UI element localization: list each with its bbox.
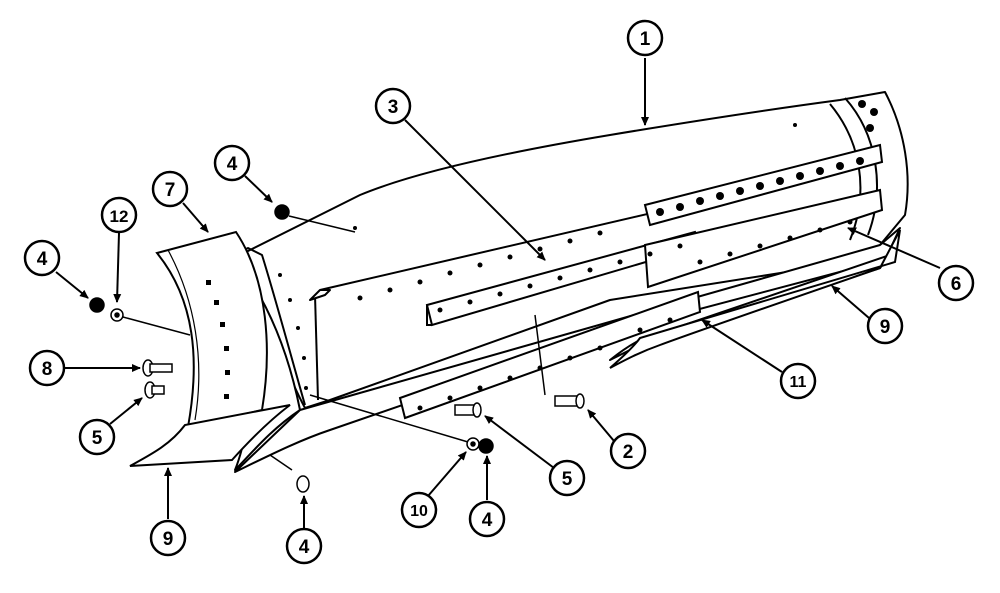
callout-6: 6 [847, 227, 975, 302]
callout-4-upper: 4 [213, 144, 273, 203]
callout-5-center-label: 5 [562, 469, 573, 490]
callout-4-upper-label: 4 [227, 154, 238, 175]
washer-12 [110, 308, 191, 336]
strip-part-9-right [609, 229, 901, 369]
callout-4-bottom: 4 [285, 495, 323, 565]
bolt-5-left [144, 381, 165, 399]
callout-8-label: 8 [42, 359, 53, 380]
callout-9-right: 9 [831, 285, 904, 345]
callout-7: 7 [151, 170, 209, 233]
callout-4-center: 4 [468, 455, 506, 538]
callout-9-left: 9 [149, 467, 187, 557]
callout-9-left-label: 9 [163, 529, 174, 550]
callout-5-left: 5 [78, 397, 143, 456]
rivet-pattern [206, 100, 878, 411]
callout-8: 8 [28, 349, 141, 387]
callout-12: 12 [100, 196, 138, 303]
callout-10: 10 [400, 451, 467, 529]
frame-part-7 [155, 230, 268, 429]
washer-10 [309, 394, 480, 451]
callout-3-label: 3 [388, 97, 399, 118]
callout-3: 3 [374, 87, 546, 261]
bolt-5-center [454, 402, 482, 418]
callout-6-label: 6 [951, 274, 962, 295]
callout-12-label: 12 [110, 207, 129, 226]
callout-4-bottom-label: 4 [299, 537, 310, 558]
fastener-nut-4-upper [274, 204, 356, 233]
callout-7-label: 7 [165, 180, 176, 201]
fastener-nut-4-bottom [269, 454, 310, 493]
callout-1: 1 [626, 19, 664, 126]
bolt-2 [534, 314, 585, 409]
bolt-8 [142, 359, 173, 377]
callout-2: 2 [587, 409, 647, 470]
callout-11: 11 [701, 319, 817, 400]
callout-11-label: 11 [790, 374, 807, 391]
fastener-nut-4-center [478, 438, 494, 454]
callout-1-label: 1 [640, 29, 651, 50]
callout-5-center: 5 [484, 415, 586, 497]
callout-9-right-label: 9 [880, 317, 891, 338]
callout-2-label: 2 [623, 442, 634, 463]
block-part-11 [398, 290, 702, 420]
callout-10-label: 10 [410, 503, 428, 520]
fastener-nut-4-left [89, 297, 105, 313]
callout-4-left-label: 4 [37, 249, 48, 270]
strip-part-9-left [129, 404, 291, 467]
callout-5-left-label: 5 [92, 428, 103, 449]
callout-4-left: 4 [23, 239, 89, 299]
callout-4-center-label: 4 [482, 510, 493, 531]
